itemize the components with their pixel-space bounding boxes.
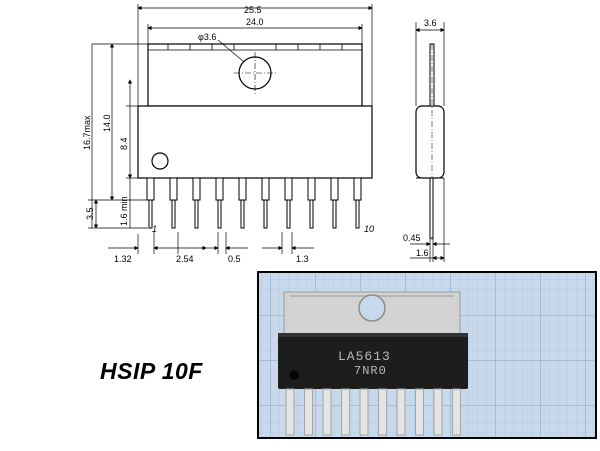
resin-body	[137, 105, 373, 179]
lead-tip-9	[332, 199, 337, 229]
tab-ridges	[148, 44, 362, 51]
dim-side-lead-pos: 1.6	[416, 248, 429, 258]
left-dimensions	[88, 43, 148, 229]
lead-10	[353, 177, 362, 201]
photo-lead-4	[341, 388, 350, 436]
lead-tip-3	[194, 199, 199, 229]
dim-first-pin-offset: 1.32	[114, 254, 132, 264]
photo-marking-line1: LA5613	[338, 349, 391, 364]
lead-7	[284, 177, 293, 201]
dim-tab-height: 14.0	[102, 114, 112, 132]
photo-lead-2	[304, 388, 313, 436]
lead-2	[169, 177, 178, 201]
photo-pin1-dot	[289, 370, 299, 380]
pin-label-first: 1	[152, 224, 157, 234]
lead-5	[238, 177, 247, 201]
dim-lead-min: 1.6 min	[119, 196, 129, 226]
dim-pitch: 2.54	[176, 254, 194, 264]
photo-leads	[285, 388, 461, 436]
dim-side-thickness: 3.6	[424, 18, 437, 28]
dim-lead-width: 0.5	[228, 254, 241, 264]
photo-lead-8	[415, 388, 424, 436]
pin1-marker	[151, 152, 169, 170]
lead-9	[330, 177, 339, 201]
photo-lead-10	[452, 388, 461, 436]
lead-tip-7	[286, 199, 291, 229]
lead-tip-8	[309, 199, 314, 229]
lead-tip-2	[171, 199, 176, 229]
dim-overall-width: 25.5	[244, 5, 262, 15]
package-name: HSIP 10F	[100, 358, 203, 384]
photo-marking-line2: 7NR0	[354, 364, 387, 378]
lead-tip-1	[148, 199, 153, 229]
lead-tip-4	[217, 199, 222, 229]
photo-hole	[358, 294, 386, 322]
lead-3	[192, 177, 201, 201]
lead-tip-5	[240, 199, 245, 229]
lead-6	[261, 177, 270, 201]
dim-lead-wide: 1.3	[296, 254, 309, 264]
bottom-dimensions	[108, 232, 314, 254]
photo-lead-5	[359, 388, 369, 436]
photo-lead-6	[378, 388, 387, 436]
side-view	[415, 43, 445, 240]
lead-tip-10	[355, 199, 360, 229]
photo-lead-1	[285, 388, 295, 436]
dim-hole-dia: φ3.6	[198, 32, 216, 42]
photo-lead-3	[322, 388, 332, 436]
photo-body	[278, 333, 468, 389]
leads	[146, 177, 362, 229]
lead-4	[215, 177, 224, 201]
dim-max-height: 16.7max	[82, 115, 92, 150]
lead-1	[146, 177, 155, 201]
dim-body-width: 24.0	[246, 17, 264, 27]
front-view	[137, 43, 373, 229]
photo-lead-9	[433, 388, 443, 436]
dim-side-lead-thickness: 0.45	[403, 233, 421, 243]
pin-label-last: 10	[364, 224, 374, 234]
photo-lead-7	[396, 388, 406, 436]
top-dimensions	[137, 4, 373, 106]
lead-8	[307, 177, 316, 201]
side-dimensions	[410, 22, 450, 262]
lead-tip-6	[263, 199, 268, 229]
dim-lead-len: 3.5	[85, 207, 95, 220]
chip-photo: LA5613 7NR0	[257, 271, 597, 439]
dim-body-height: 8.4	[119, 137, 129, 150]
